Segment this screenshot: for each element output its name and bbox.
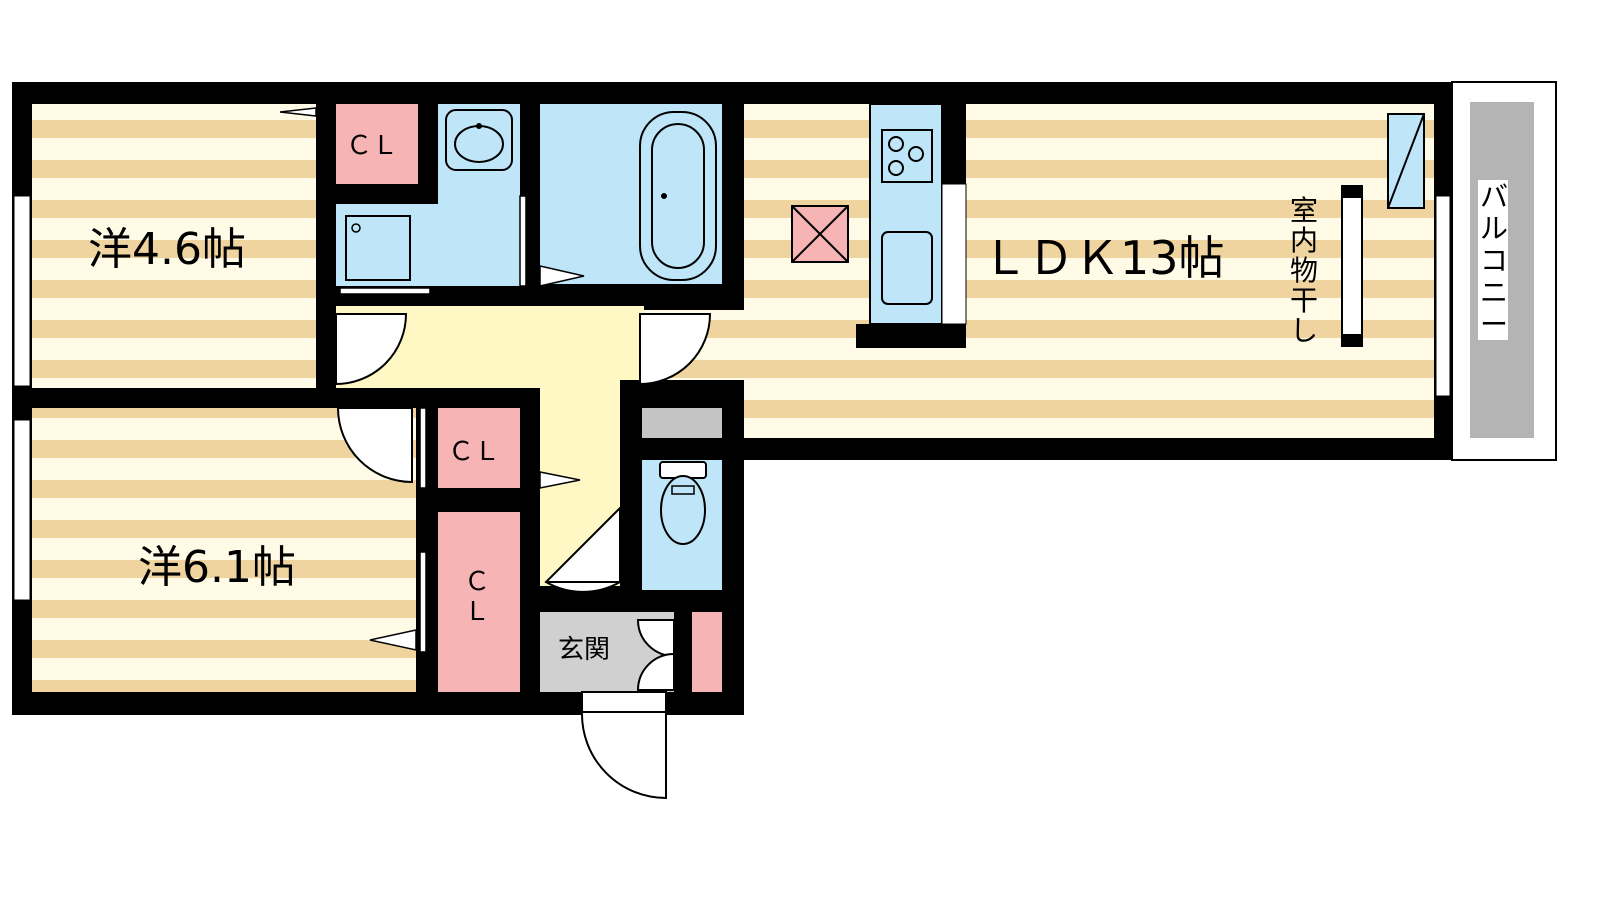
balcony [1451,81,1557,461]
doors [335,313,712,800]
closet-c [438,512,520,692]
svg-text:物: 物 [1290,254,1318,287]
ldk-floor [744,104,1434,438]
drying-bar-icon [1341,185,1363,347]
western-room-b-label: 洋6.1帖 [138,542,296,593]
toilet-icon [659,461,707,545]
windows [13,195,1451,601]
washing-machine-space-icon [345,215,411,281]
indoor-drying-label: 室 内 物 干 し [1290,194,1318,347]
svg-text:内: 内 [1290,224,1318,257]
wash-basin-icon [445,109,513,171]
storage-grey [642,408,722,438]
svg-text:ニ: ニ [1480,276,1508,309]
western-room-a-label: 洋4.6帖 [88,224,246,275]
closet-a [336,104,418,184]
western-room-b-floor [32,408,416,692]
closet-a-label: ＣＬ [346,131,398,161]
svg-text:バ: バ [1480,180,1508,213]
balcony-label: バ ル コ ニ ー [1478,180,1508,341]
bathtub-icon [639,111,717,281]
closet-b [438,408,520,488]
svg-text:コ: コ [1480,244,1508,277]
western-room-a-floor [32,104,316,388]
sliding-doors [279,107,585,653]
svg-text:し: し [1290,314,1318,347]
svg-text:干: 干 [1290,284,1318,317]
svg-text:ル: ル [1480,212,1508,245]
kitchen-counter [869,103,967,325]
water-heater-icon [1387,113,1425,209]
shoe-closet [692,612,722,692]
entrance-label: 玄関 [558,635,610,665]
svg-text:ー: ー [1480,308,1508,341]
fridge-space-icon [791,205,849,263]
ldk-label: ＬＤＫ13帖 [982,231,1225,285]
svg-text:室: 室 [1290,194,1318,227]
closet-c-label-line1: Ｃ [464,567,490,597]
closet-c-label-line2: Ｌ [464,597,490,627]
closet-b-label: ＣＬ [448,437,500,467]
